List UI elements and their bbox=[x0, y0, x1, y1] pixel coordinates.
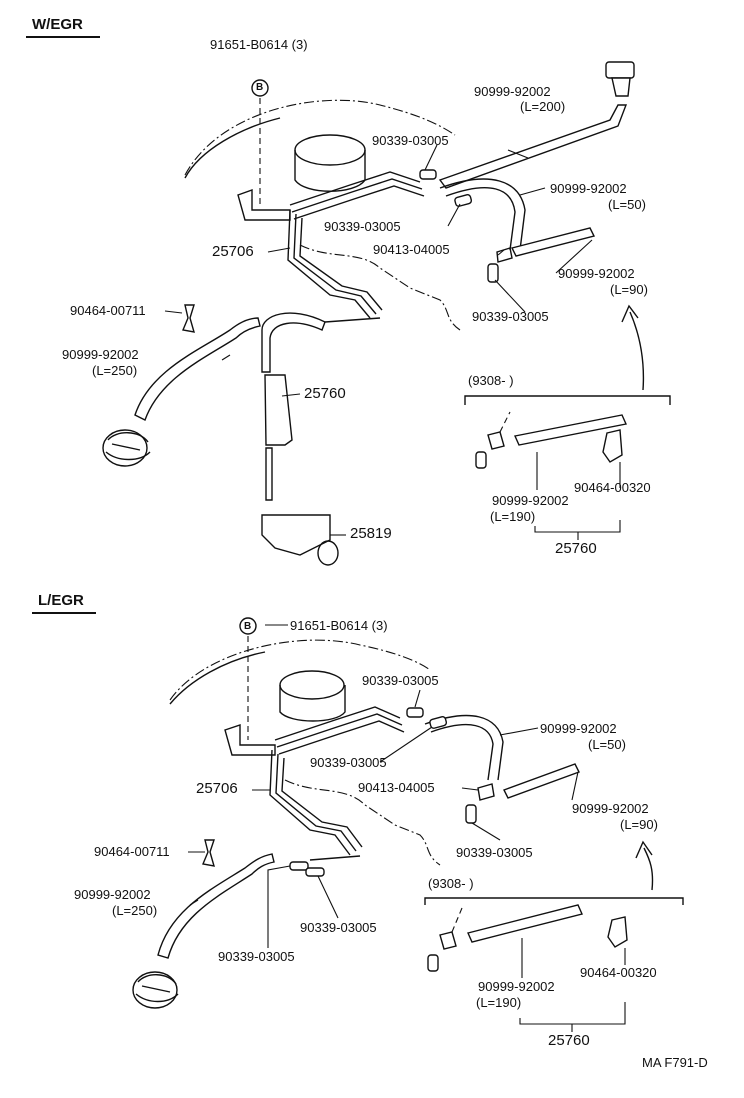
label-hose-90-part: 90999-92002 bbox=[572, 801, 649, 816]
header-underline bbox=[26, 36, 100, 38]
label-hose-90-len: (L=90) bbox=[620, 817, 658, 832]
label-hose-50-len: (L=50) bbox=[608, 197, 646, 212]
label-clip-a: 90464-00711 bbox=[94, 844, 170, 859]
label-bolt: 91651-B0614 (3) bbox=[290, 618, 388, 633]
label-bolt: 91651-B0614 (3) bbox=[210, 37, 308, 52]
label-hose-200-len: (L=200) bbox=[520, 99, 566, 114]
label-hose-90-len: (L=90) bbox=[610, 282, 648, 297]
label-hose-250-part: 90999-92002 bbox=[74, 887, 151, 902]
label-clamp-a: 90339-03005 bbox=[372, 133, 449, 148]
label-clamp-b: 90339-03005 bbox=[310, 755, 387, 770]
label-clamp-b: 90339-03005 bbox=[324, 219, 401, 234]
label-clamp-d: 90339-03005 bbox=[218, 949, 295, 964]
inset-clip: 90464-00320 bbox=[574, 480, 651, 495]
label-clamp-a: 90339-03005 bbox=[362, 673, 439, 688]
label-vsv: 25819 bbox=[350, 525, 392, 542]
label-hose-250-len: (L=250) bbox=[112, 903, 158, 918]
section-header-wegr: W/EGR bbox=[32, 16, 83, 33]
inset-hose-len: (L=190) bbox=[476, 995, 522, 1010]
label-union: 90413-04005 bbox=[373, 242, 450, 257]
label-hose-250-part: 90999-92002 bbox=[62, 347, 139, 362]
inset-hose-len: (L=190) bbox=[490, 509, 536, 524]
label-clamp-c: 90339-03005 bbox=[456, 845, 533, 860]
figure-code: MA F791-D bbox=[642, 1055, 708, 1070]
label-hose-200-part: 90999-92002 bbox=[474, 84, 551, 99]
label-union: 90413-04005 bbox=[358, 780, 435, 795]
inset-title: (9308- ) bbox=[428, 876, 474, 891]
bolt-marker: B bbox=[244, 621, 252, 632]
legr-drawing bbox=[132, 617, 684, 1032]
label-clamp-c: 90339-03005 bbox=[472, 309, 549, 324]
inset-assy: 25760 bbox=[548, 1032, 590, 1049]
label-tube-assy: 25706 bbox=[212, 243, 254, 260]
section-header-legr: L/EGR bbox=[38, 592, 84, 609]
inset-hose-part: 90999-92002 bbox=[492, 493, 569, 508]
header-underline bbox=[32, 612, 96, 614]
label-hose-50-part: 90999-92002 bbox=[540, 721, 617, 736]
label-hose-50-part: 90999-92002 bbox=[550, 181, 627, 196]
label-hose-50-len: (L=50) bbox=[588, 737, 626, 752]
label-hose-250-len: (L=250) bbox=[92, 363, 138, 378]
inset-assy: 25760 bbox=[555, 540, 597, 557]
label-hose-90-part: 90999-92002 bbox=[558, 266, 635, 281]
inset-clip: 90464-00320 bbox=[580, 965, 657, 980]
label-clip-a: 90464-00711 bbox=[70, 303, 146, 318]
wegr-drawing bbox=[102, 61, 671, 566]
label-tube-assy: 25706 bbox=[196, 780, 238, 797]
inset-title: (9308- ) bbox=[468, 373, 514, 388]
label-hose-25760: 25760 bbox=[304, 385, 346, 402]
inset-hose-part: 90999-92002 bbox=[478, 979, 555, 994]
bolt-marker: B bbox=[256, 82, 264, 93]
label-clamp-e: 90339-03005 bbox=[300, 920, 377, 935]
